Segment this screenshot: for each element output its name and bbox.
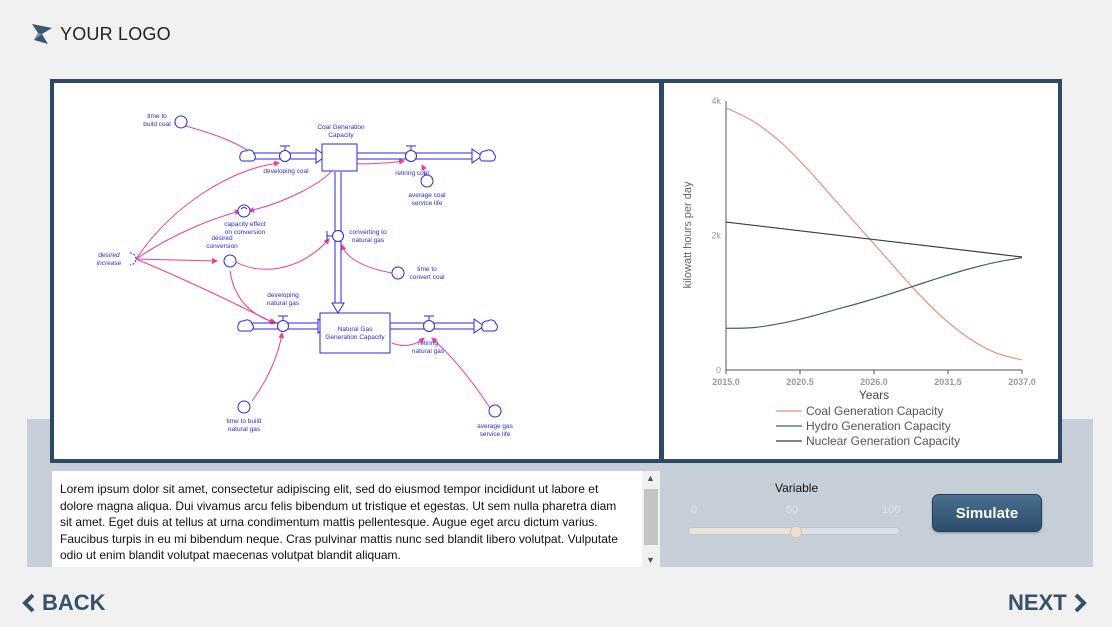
svg-text:Capacity: Capacity (328, 132, 354, 139)
svg-text:desired: desired (211, 235, 233, 242)
svg-text:average coal: average coal (408, 192, 446, 199)
svg-text:natural gas: natural gas (267, 300, 300, 307)
x-tick-label: 2015.0 (712, 377, 740, 387)
x-tick-label: 2026.0 (860, 377, 888, 387)
svg-text:retiring coal: retiring coal (395, 170, 429, 177)
svg-text:build coal: build coal (143, 121, 171, 128)
y-tick-label: 0 (716, 365, 721, 375)
description-box[interactable]: Lorem ipsum dolor sit amet, consectetur … (52, 471, 660, 567)
svg-text:service life: service life (480, 431, 511, 438)
svg-text:natural gas: natural gas (412, 348, 445, 355)
auxiliaries (174, 115, 502, 418)
svg-text:desired: desired (98, 252, 120, 259)
svg-text:Generation Capacity: Generation Capacity (325, 334, 385, 341)
back-label: BACK (42, 590, 106, 615)
cloud-icons (237, 149, 498, 332)
coal-capacity-stock (321, 143, 358, 172)
diagram-labels: time to build coal Coal Generation Capac… (97, 113, 514, 438)
logo-text: YOUR LOGO (60, 23, 171, 44)
slider-min-label: 0 (691, 504, 698, 516)
svg-text:average gas: average gas (477, 423, 514, 430)
gas-capacity-stock (319, 312, 391, 354)
scroll-up-icon[interactable]: ▲ (646, 473, 655, 483)
series-line-hydro (725, 257, 1023, 329)
svg-text:converting to: converting to (349, 229, 387, 236)
y-axis-label: kilowatt hours per day (682, 181, 694, 288)
y-tick-label: 2k (711, 231, 721, 241)
legend-label: Coal Generation Capacity (806, 404, 943, 418)
svg-text:retiring: retiring (418, 340, 438, 347)
line-chart: 2015.0 2020.5 2026.0 2031.5 2037.0 0 2k 4k kilo… (682, 96, 1036, 448)
svg-text:Natural Gas: Natural Gas (338, 326, 373, 333)
svg-text:on conversion: on conversion (225, 229, 266, 236)
description-scrollbar[interactable]: ▲ ▼ (642, 471, 660, 567)
svg-text:capacity effect: capacity effect (224, 221, 266, 228)
back-button[interactable]: BACK (22, 590, 106, 616)
scroll-thumb[interactable] (644, 489, 658, 545)
logo-icon (32, 24, 52, 44)
x-tick-label: 2031.5 (934, 377, 962, 387)
svg-text:increase: increase (97, 260, 122, 267)
x-tick-label: 2037.0 (1008, 377, 1036, 387)
svg-text:natural gas: natural gas (352, 237, 385, 244)
simulate-button[interactable]: Simulate (932, 494, 1042, 532)
stock-flow-diagram-panel: time to build coal Coal Generation Capac… (54, 83, 659, 459)
svg-text:time to build: time to build (226, 418, 261, 425)
legend-label: Nuclear Generation Capacity (806, 434, 960, 448)
x-tick-label: 2020.5 (786, 377, 814, 387)
x-axis-label: Years (859, 388, 889, 402)
svg-text:developing: developing (267, 292, 299, 299)
scroll-down-icon[interactable]: ▼ (646, 555, 655, 565)
svg-text:conversion: conversion (206, 243, 238, 250)
slider-mid-label: 50 (786, 504, 799, 516)
stock-flow-diagram: time to build coal Coal Generation Capac… (97, 113, 514, 438)
y-tick-label: 4k (711, 96, 721, 106)
next-label: NEXT (1008, 590, 1067, 615)
valves (277, 145, 435, 332)
connectors (135, 122, 493, 412)
svg-text:convert coal: convert coal (409, 274, 445, 281)
next-button[interactable]: NEXT (1008, 590, 1087, 616)
slider-thumb[interactable] (790, 526, 802, 538)
svg-text:natural gas: natural gas (228, 426, 261, 433)
chart-panel: 2015.0 2020.5 2026.0 2031.5 2037.0 0 2k 4k kilo… (664, 83, 1058, 459)
chevron-right-icon (1074, 593, 1087, 613)
series-line-nuclear (725, 221, 1023, 258)
slider-max-label: 100 (882, 504, 901, 516)
svg-text:developing coal: developing coal (263, 168, 309, 175)
slider-fill (689, 528, 795, 534)
svg-text:time to: time to (417, 266, 437, 273)
svg-text:Coal Generation: Coal Generation (317, 124, 365, 131)
variable-label: Variable (775, 481, 819, 495)
variable-slider[interactable] (688, 526, 900, 538)
chevron-left-icon (22, 593, 35, 613)
svg-text:service life: service life (412, 200, 443, 207)
series-line-coal (725, 107, 1023, 361)
svg-text:time to: time to (147, 113, 167, 120)
logo: YOUR LOGO (30, 20, 171, 48)
description-text: Lorem ipsum dolor sit amet, consectetur … (60, 482, 618, 562)
legend-label: Hydro Generation Capacity (806, 419, 951, 433)
